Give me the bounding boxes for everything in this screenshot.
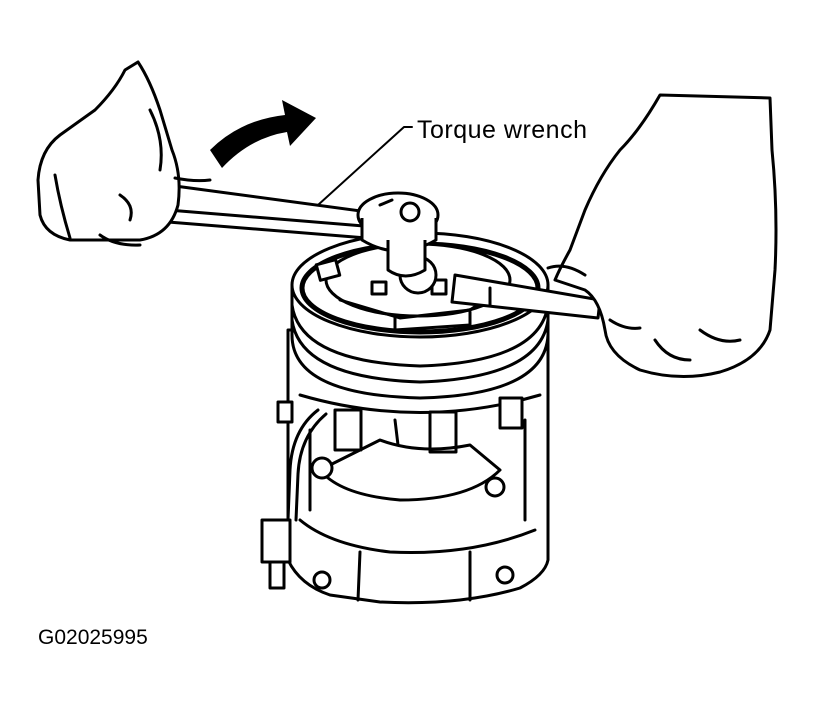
torque-wrench-label: Torque wrench [417,116,588,144]
torque-wrench [163,184,440,278]
curved-arrow-icon [210,100,316,168]
holder-wrench [450,273,602,320]
compressor-body [286,328,550,605]
figure-id: G02025995 [38,626,148,649]
right-hand [546,93,778,378]
left-hand [36,60,212,247]
wire-harness [260,400,328,590]
callout-leader [317,126,413,206]
